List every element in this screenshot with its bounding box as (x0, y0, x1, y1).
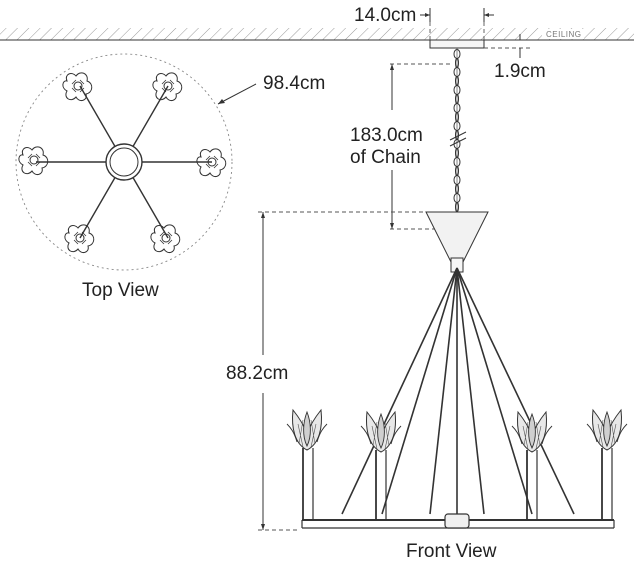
canopy-width-label: 14.0cm (354, 5, 417, 26)
front-view-caption: Front View (406, 541, 497, 562)
top-flower-1 (62, 72, 93, 102)
front-flower-1 (286, 409, 328, 451)
front-view-frame (301, 267, 615, 529)
top-view-outline (15, 53, 233, 271)
ceiling-label: CEILING (546, 30, 582, 39)
top-view-caption: Top View (82, 280, 159, 301)
chain-note-label: of Chain (350, 147, 421, 168)
body-height-label: 88.2cm (226, 363, 289, 384)
canopy (429, 39, 485, 49)
top-flower-5 (64, 224, 95, 254)
canopy-height-label: 1.9cm (494, 61, 546, 82)
top-flower-6 (150, 224, 181, 254)
chain-length-label: 183.0cm (350, 125, 423, 146)
diameter-label: 98.4cm (263, 73, 326, 94)
top-flower-3 (18, 146, 49, 176)
front-flower-4 (586, 409, 628, 451)
diameter-leader (217, 83, 257, 105)
top-view-hub (105, 143, 143, 181)
front-flower-2 (360, 411, 402, 453)
ceiling-hatch (0, 28, 634, 40)
hub-cone (425, 211, 489, 263)
front-flower-3 (511, 411, 553, 453)
chain (453, 48, 461, 212)
